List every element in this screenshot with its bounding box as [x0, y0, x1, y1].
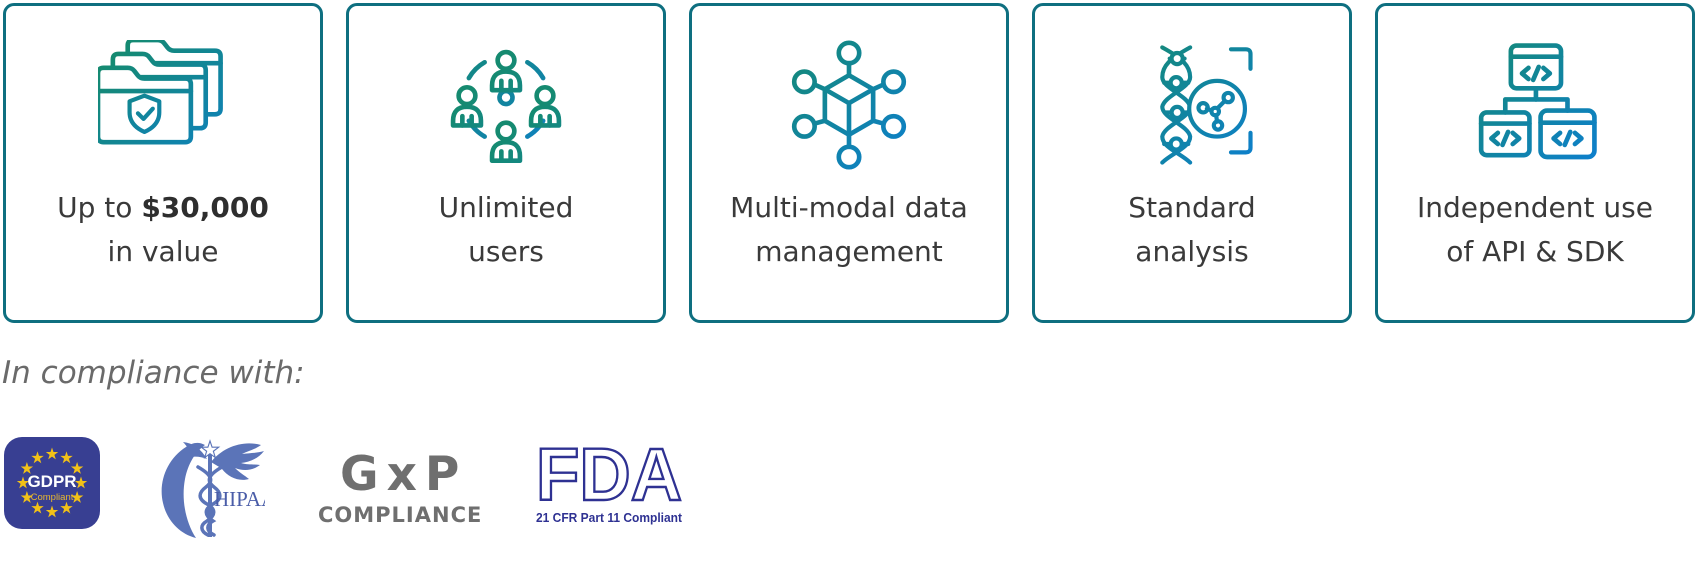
cube-network-icon: [791, 40, 907, 170]
dna-analysis-icon: [1160, 45, 1253, 165]
card-icon-wrap: [98, 36, 228, 174]
feature-card-value: Up to $30,000 in value: [3, 3, 323, 323]
label-line: of API & SDK: [1446, 235, 1624, 268]
gxp-title: GxP: [340, 447, 468, 502]
label-line: analysis: [1135, 235, 1249, 268]
card-label: Unlimited users: [439, 186, 574, 274]
label-line: Independent use: [1417, 191, 1653, 224]
fda-logo: FDA 21 CFR Part 11 Compliant: [534, 432, 684, 530]
card-icon-wrap: [441, 36, 571, 174]
users-circle-icon: [450, 49, 562, 164]
gxp-subtitle: COMPLIANCE: [318, 503, 483, 527]
label-line: users: [468, 235, 544, 268]
card-label: Up to $30,000 in value: [57, 186, 269, 274]
gdpr-subtitle: Compliant: [31, 492, 74, 503]
fda-subtitle: 21 CFR Part 11 Compliant: [536, 511, 683, 525]
feature-card-api-sdk: Independent use of API & SDK: [1375, 3, 1695, 323]
fda-title: FDA: [536, 442, 682, 516]
code-windows-icon: [1478, 43, 1597, 160]
card-icon-wrap: [1470, 36, 1600, 174]
label-line: Unlimited: [438, 191, 574, 224]
card-icon-wrap: [1127, 36, 1257, 174]
hipaa-caduceus-icon: HIPAA: [161, 439, 277, 538]
hipaa-logo: HIPAA: [153, 437, 277, 543]
gdpr-title: GDPR: [27, 472, 76, 491]
card-label: Independent use of API & SDK: [1417, 186, 1653, 274]
label-text: Up to: [57, 191, 142, 224]
gdpr-logo: GDPR Compliant: [4, 437, 100, 533]
compliance-logos-row: GDPR Compliant HIPAA: [4, 432, 1698, 543]
gdpr-badge-icon: GDPR Compliant: [4, 437, 100, 529]
label-line: Standard: [1128, 191, 1256, 224]
feature-card-data: Multi-modal data management: [689, 3, 1009, 323]
card-label: Standard analysis: [1128, 186, 1255, 274]
feature-card-analysis: Standard analysis: [1032, 3, 1352, 323]
label-line: in value: [107, 235, 219, 268]
gxp-logo: GxP COMPLIANCE: [318, 451, 481, 527]
card-icon-wrap: [784, 36, 914, 174]
card-label: Multi-modal data management: [730, 186, 968, 274]
fda-wordmark-icon: FDA 21 CFR Part 11 Compliant: [535, 432, 683, 525]
label-line: Up to $30,000: [57, 186, 269, 230]
label-line: management: [755, 235, 943, 268]
hipaa-label: HIPAA: [214, 487, 265, 511]
feature-card-users: Unlimited users: [346, 3, 666, 323]
feature-cards-row: Up to $30,000 in value: [3, 3, 1695, 323]
label-line: Multi-modal data: [730, 191, 968, 224]
folders-shield-icon: [98, 40, 223, 145]
label-text-bold: $30,000: [141, 191, 269, 224]
compliance-heading: In compliance with:: [2, 355, 305, 391]
